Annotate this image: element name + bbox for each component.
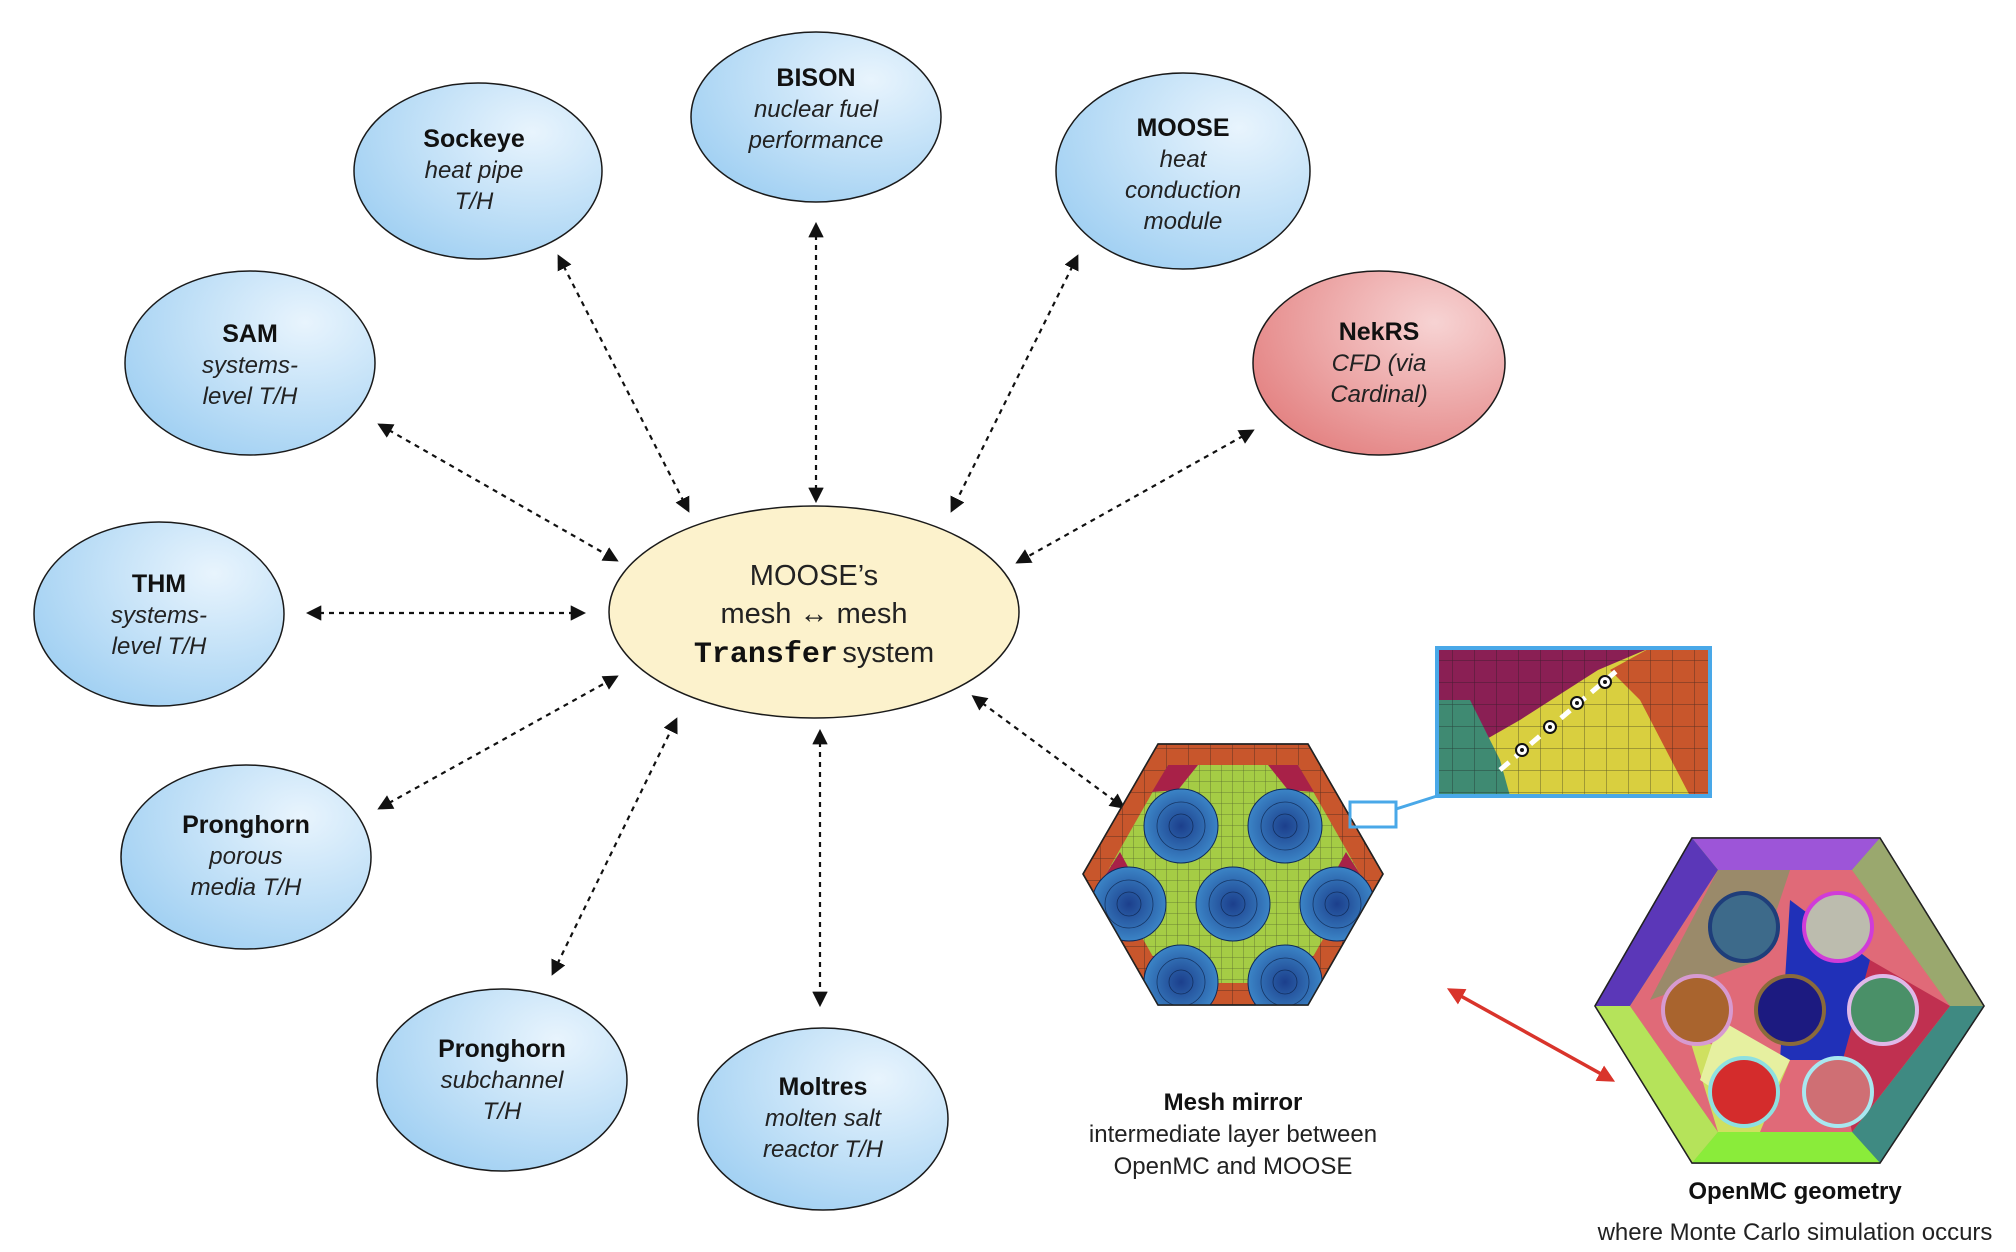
hub-ellipse [608, 505, 1020, 719]
node-desc-line: module [1144, 208, 1223, 235]
node-ellipse [376, 988, 628, 1172]
bidirectional-arrow-icon: ↔ [800, 598, 829, 630]
mesh-zoom-inset [1435, 646, 1712, 798]
mesh-mirror-image [1082, 743, 1438, 1006]
node-ellipse [1055, 72, 1311, 270]
node-nekrs: NekRS CFD (via Cardinal) [1252, 270, 1506, 456]
node-name: Moltres [779, 1073, 868, 1101]
connector-nekrs [1015, 429, 1255, 564]
mesh-mirror-title: Mesh mirror [1164, 1089, 1303, 1116]
connector-pronghorn-porous [377, 675, 619, 810]
node-ellipse [1252, 270, 1506, 456]
node-ellipse [353, 82, 603, 260]
hub-transfer-system: MOOSE’s mesh ↔ mesh Transfer system [608, 505, 1020, 719]
openmc-title: OpenMC geometry [1688, 1178, 1902, 1205]
hub-system-text: system [842, 637, 934, 669]
node-thm: THM systems- level T/H [33, 521, 285, 707]
node-desc-line: conduction [1125, 177, 1241, 204]
node-name: Pronghorn [438, 1035, 566, 1063]
node-name: MOOSE [1136, 114, 1229, 142]
node-desc-line: systems- [111, 602, 207, 629]
openmc-caption: OpenMC geometry where Monte Carlo simula… [1597, 1178, 1993, 1246]
node-desc-line: T/H [483, 1098, 522, 1125]
mesh-mirror-subtitle-line: intermediate layer between [1089, 1121, 1377, 1148]
node-ellipse [124, 270, 376, 456]
node-ellipse [697, 1027, 949, 1211]
node-pronghorn-porous: Pronghorn porous media T/H [120, 764, 372, 950]
hub-system-line: Transfer system [694, 637, 934, 672]
node-desc-line: reactor T/H [763, 1136, 884, 1163]
node-desc-line: level T/H [112, 633, 207, 660]
connector-sam [377, 423, 619, 562]
node-desc-line: T/H [455, 188, 494, 215]
node-bison: BISON nuclear fuel performance [690, 31, 942, 203]
mesh-mirror-subtitle-line: OpenMC and MOOSE [1114, 1153, 1353, 1180]
openmc-subtitle: where Monte Carlo simulation occurs [1597, 1219, 1993, 1246]
zoom-region-marker [1348, 800, 1398, 829]
openmc-fuel-pins [1661, 891, 1919, 1128]
node-sam: SAM systems- level T/H [124, 270, 376, 456]
node-desc-line: CFD (via [1332, 350, 1427, 377]
openmc-geometry-image [1594, 837, 1985, 1164]
node-ellipse [33, 521, 285, 707]
node-name: NekRS [1339, 318, 1420, 346]
connector-moose [950, 254, 1079, 513]
connector-sockeye [557, 254, 690, 513]
node-desc-line: performance [748, 127, 884, 154]
node-sockeye: Sockeye heat pipe T/H [353, 82, 603, 260]
node-desc-line: porous [208, 843, 282, 870]
node-desc-line: heat [1160, 146, 1208, 173]
node-desc-line: molten salt [765, 1105, 882, 1132]
hub-mesh-line: mesh ↔ mesh [721, 598, 908, 630]
node-pronghorn-subchannel: Pronghorn subchannel T/H [376, 988, 628, 1172]
node-name: Pronghorn [182, 811, 310, 839]
node-desc-line: heat pipe [425, 157, 524, 184]
node-name: THM [132, 570, 186, 598]
connector-mesh-mirror [971, 695, 1126, 809]
node-name: Sockeye [423, 125, 525, 153]
node-desc-line: Cardinal) [1330, 381, 1427, 408]
zoom-frame [1435, 646, 1712, 798]
node-name: BISON [776, 64, 855, 92]
node-ellipse [120, 764, 372, 950]
hub-mesh-left: mesh [721, 598, 792, 630]
hub-title: MOOSE’s [750, 560, 878, 592]
node-desc-line: nuclear fuel [754, 96, 879, 123]
node-desc-line: level T/H [203, 383, 298, 410]
hub-mesh-right: mesh [837, 598, 908, 630]
connector-pronghorn-subchannel [551, 717, 678, 976]
node-name: SAM [222, 320, 278, 348]
hub-transfer-code: Transfer [694, 638, 838, 672]
node-moltres: Moltres molten salt reactor T/H [697, 1027, 949, 1211]
node-ellipse [690, 31, 942, 203]
connectors [305, 221, 1255, 1008]
mesh-mirror-caption: Mesh mirror intermediate layer between O… [1089, 1089, 1377, 1180]
node-desc-line: subchannel [441, 1067, 564, 1094]
node-desc-line: systems- [202, 352, 298, 379]
node-desc-line: media T/H [191, 874, 302, 901]
node-moose: MOOSE heat conduction module [1055, 72, 1311, 270]
coupling-arrow [1446, 988, 1616, 1082]
